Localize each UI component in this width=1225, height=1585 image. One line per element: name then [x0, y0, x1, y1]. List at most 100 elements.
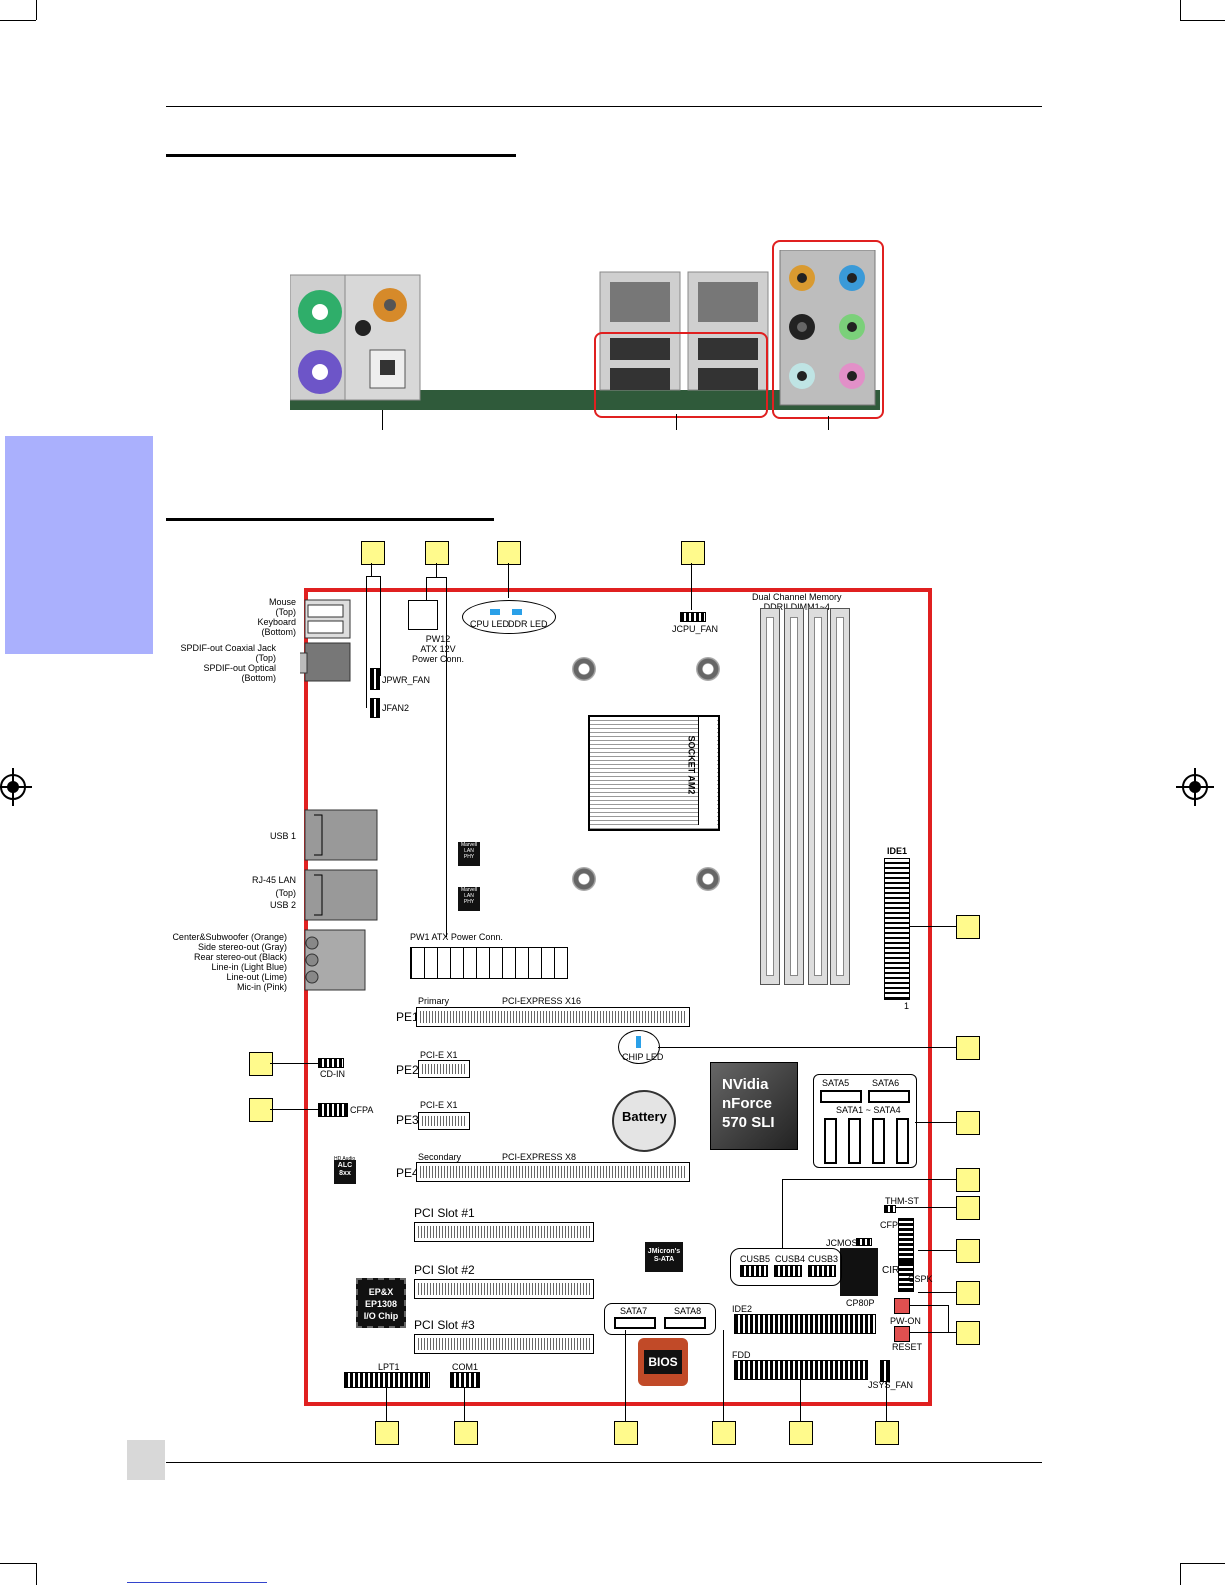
cfpa-header — [318, 1103, 348, 1117]
leader-line — [426, 577, 427, 602]
ddr-led-label: DDR LED — [508, 619, 548, 629]
callout-box — [956, 1239, 980, 1263]
dimm-slot — [808, 608, 828, 985]
leader-line — [782, 1179, 956, 1180]
leader-line — [782, 1179, 783, 1249]
leader-line — [918, 1250, 956, 1251]
leader-line — [658, 1047, 956, 1048]
battery-icon — [612, 1090, 676, 1152]
sata-group-box — [813, 1074, 917, 1168]
jfan2-header — [370, 698, 380, 718]
leader-line — [625, 1330, 626, 1421]
sata8-label: SATA8 — [674, 1306, 702, 1316]
sata5-port — [820, 1090, 862, 1103]
jfan2-label: JFAN2 — [382, 703, 410, 713]
pcie-x8-label: PCI-EXPRESS X8 — [502, 1152, 577, 1162]
ide2-connector — [734, 1314, 876, 1334]
pe3-label: PE3 — [396, 1113, 419, 1127]
section-heading-underline — [166, 154, 516, 157]
cd-in-label: CD-IN — [320, 1069, 345, 1079]
pci2-label: PCI Slot #2 — [414, 1263, 475, 1277]
audio-highlight-box — [772, 240, 884, 419]
cusb5-label: CUSB5 — [740, 1254, 771, 1264]
crop-mark — [1180, 1563, 1225, 1564]
thm-st-label: THM-ST — [885, 1196, 919, 1206]
footer-rule — [166, 1462, 1042, 1463]
pci-slot-3 — [414, 1334, 594, 1354]
bios-label: BIOS — [644, 1350, 682, 1374]
pcie-x1-slot-1 — [418, 1060, 470, 1078]
label-mouse-keyboard: Mouse (Top) Keyboard (Bottom) — [257, 597, 296, 637]
ddr-led-icon — [512, 609, 522, 615]
leader-line — [386, 1386, 387, 1421]
leader-line — [948, 1305, 949, 1333]
pcie-x16-slot-primary — [416, 1007, 690, 1027]
pe1-label: PE1 — [396, 1010, 419, 1024]
sata7-port — [614, 1317, 656, 1329]
cpu-led-icon — [490, 609, 500, 615]
chip-led-circle — [618, 1030, 660, 1064]
leader-line — [908, 926, 956, 927]
lpt1-label: LPT1 — [378, 1362, 400, 1372]
callout-box — [249, 1052, 273, 1076]
sata4-port — [896, 1118, 909, 1164]
label-audio-jacks: Center&Subwoofer (Orange) Side stereo-ou… — [172, 932, 287, 992]
pw-on-button — [894, 1298, 910, 1314]
jcpu-fan-label: JCPU_FAN — [672, 624, 719, 634]
mounting-hole — [572, 657, 596, 681]
pe2-label: PE2 — [396, 1063, 419, 1077]
leader-line — [380, 576, 381, 676]
io-chip: EP&X EP1308 I/O Chip — [356, 1278, 406, 1328]
section-heading-underline — [166, 518, 494, 521]
pci-slot-2 — [414, 1279, 594, 1299]
alc-codec-chip: ALC 8xx — [334, 1160, 356, 1184]
socket-label: SOCKET AM2 — [686, 735, 697, 795]
crop-mark — [1180, 0, 1181, 20]
registration-mark-icon — [0, 768, 32, 806]
usb-highlight-box — [594, 332, 768, 418]
jsys-fan-header — [880, 1360, 890, 1382]
ide2-label: IDE2 — [732, 1304, 753, 1314]
com1-label: COM1 — [452, 1362, 479, 1372]
crop-mark — [36, 0, 37, 20]
leader-line — [508, 563, 509, 598]
dimm-title: Dual Channel Memory DDRII DIMM1~4 — [752, 592, 842, 612]
leader-line — [908, 1305, 948, 1306]
cir-header — [898, 1262, 914, 1292]
socket-label-strip — [698, 717, 717, 825]
crop-mark — [1180, 20, 1225, 21]
crop-mark — [1180, 1563, 1181, 1585]
callout-box — [375, 1421, 399, 1445]
callout-box — [454, 1421, 478, 1445]
led-oval — [462, 600, 556, 634]
sata8-port — [664, 1317, 706, 1329]
lpt1-connector — [344, 1372, 430, 1388]
callout-box — [956, 1111, 980, 1135]
pe4-label: PE4 — [396, 1166, 419, 1180]
pw-on-label: PW-ON — [890, 1316, 921, 1326]
pcie-x8-slot-secondary — [416, 1162, 690, 1182]
sata3-port — [872, 1118, 885, 1164]
jcmos-label: JCMOS — [826, 1238, 858, 1248]
sata14-label: SATA1 ~ SATA4 — [836, 1105, 901, 1115]
page-number-box — [127, 1440, 165, 1480]
sata5-label: SATA5 — [822, 1078, 850, 1088]
pw1-label: PW1 ATX Power Conn. — [410, 932, 503, 942]
cir-label: CIR — [882, 1265, 900, 1276]
leader-line — [270, 1063, 318, 1064]
cpu-socket — [588, 715, 720, 831]
pcie-x1-slot-2 — [418, 1112, 470, 1130]
label-usb1: USB 1 — [269, 831, 296, 841]
nvidia-chipset-label: NVidia nForce 570 SLI — [722, 1076, 775, 1131]
battery-label: Battery — [622, 1109, 667, 1124]
dimm-slot — [784, 608, 804, 985]
callout-box — [956, 1281, 980, 1305]
leader-line — [915, 1122, 956, 1123]
dimm-slot — [760, 608, 780, 985]
header-rule — [166, 106, 1042, 107]
pci1-label: PCI Slot #1 — [414, 1206, 475, 1220]
thm-st-header — [884, 1205, 896, 1213]
cp80p-label: CP80P — [846, 1298, 875, 1308]
fdd-connector — [734, 1360, 868, 1380]
jcmos-header — [856, 1238, 872, 1246]
